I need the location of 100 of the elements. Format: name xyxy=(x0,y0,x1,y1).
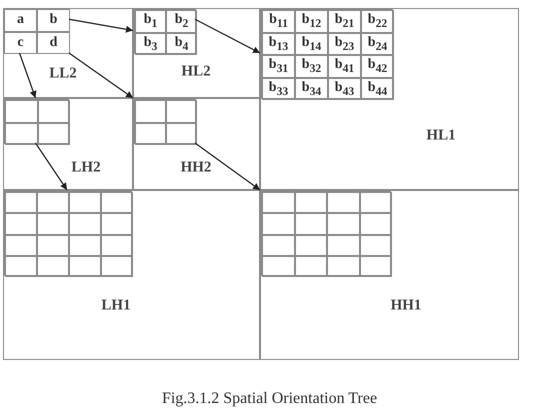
coefficient-cell xyxy=(38,100,70,122)
coefficient-cell xyxy=(262,213,294,234)
coefficient-cell xyxy=(294,213,327,234)
coefficient-cell xyxy=(69,234,101,256)
coefficient-block xyxy=(261,191,391,276)
coefficient-cell xyxy=(327,256,360,277)
coefficient-label: b$_{31}$ xyxy=(268,57,288,76)
coefficient-cell xyxy=(69,192,101,214)
coefficient-cell xyxy=(361,78,394,100)
subband-region xyxy=(3,98,133,190)
subband-label: HH1 xyxy=(390,298,422,314)
coefficient-label: b$_{2}$ xyxy=(174,12,188,30)
coefficient-cell xyxy=(101,192,133,214)
coefficient-cell xyxy=(166,100,197,122)
coefficient-label: a xyxy=(17,12,24,28)
coefficient-cell xyxy=(327,192,360,214)
coefficient-cell xyxy=(37,234,69,256)
coefficient-block xyxy=(4,99,69,144)
subband-label: LH2 xyxy=(71,160,101,176)
coefficient-block xyxy=(4,191,132,276)
coefficient-cell xyxy=(294,192,327,214)
coefficient-label: c xyxy=(17,34,24,51)
coefficient-cell xyxy=(5,192,37,214)
coefficient-cell xyxy=(295,10,328,32)
coefficient-cell xyxy=(166,122,197,145)
coefficient-cell xyxy=(166,32,197,55)
coefficient-cell xyxy=(37,9,70,32)
coefficient-label: b$_{24}$ xyxy=(368,34,388,53)
coefficient-cell xyxy=(135,10,166,32)
coefficient-block xyxy=(134,9,196,54)
arrow xyxy=(194,18,260,54)
coefficient-cell xyxy=(166,10,197,32)
coefficient-label: b$_{13}$ xyxy=(268,34,288,53)
coefficient-cell xyxy=(5,234,37,256)
coefficient-cell xyxy=(262,192,294,214)
coefficient-label: b$_{11}$ xyxy=(269,12,288,30)
coefficient-label: b$_{43}$ xyxy=(334,80,354,98)
subband-label: HL1 xyxy=(426,128,456,144)
coefficient-cell xyxy=(361,55,394,78)
coefficient-cell xyxy=(135,122,166,145)
subband-region xyxy=(3,8,133,98)
coefficient-cell xyxy=(327,213,360,234)
arrow xyxy=(68,18,134,33)
coefficient-cell xyxy=(262,256,294,277)
coefficient-label: b xyxy=(50,12,58,28)
coefficient-label: b$_{44}$ xyxy=(368,80,388,98)
coefficient-cell xyxy=(294,234,327,256)
coefficient-cell xyxy=(328,32,361,55)
coefficient-cell xyxy=(4,32,37,54)
coefficient-cell xyxy=(262,55,295,78)
coefficient-label: b$_{4}$ xyxy=(174,34,188,53)
subband-region xyxy=(260,190,519,360)
subband-region xyxy=(133,8,260,98)
arrow xyxy=(35,142,68,190)
coefficient-cell xyxy=(361,10,394,32)
coefficient-block xyxy=(261,9,393,99)
coefficient-label: d xyxy=(50,34,58,51)
coefficient-cell xyxy=(135,32,166,55)
arrow xyxy=(194,142,260,190)
coefficient-cell xyxy=(37,256,69,277)
coefficient-cell xyxy=(5,100,38,122)
coefficient-cell xyxy=(360,256,392,277)
coefficient-label: b$_{34}$ xyxy=(302,80,322,98)
coefficient-label: b$_{42}$ xyxy=(368,57,388,76)
coefficient-cell xyxy=(262,78,295,100)
subband-label: HL2 xyxy=(181,64,211,80)
subband-region xyxy=(260,8,519,190)
coefficient-label: b$_{32}$ xyxy=(302,57,322,76)
coefficient-cell xyxy=(262,32,295,55)
coefficient-cell xyxy=(37,192,69,214)
subband-label: HH2 xyxy=(180,160,212,176)
coefficient-cell xyxy=(69,213,101,234)
coefficient-cell xyxy=(294,256,327,277)
coefficient-cell xyxy=(38,122,70,145)
subband-region xyxy=(133,98,260,190)
coefficient-cell xyxy=(361,32,394,55)
coefficient-cell xyxy=(295,78,328,100)
coefficient-block xyxy=(134,99,196,144)
arrow xyxy=(68,52,134,98)
coefficient-cell xyxy=(360,234,392,256)
coefficient-label: b$_{41}$ xyxy=(334,57,354,76)
coefficient-cell xyxy=(360,213,392,234)
coefficient-cell xyxy=(328,78,361,100)
coefficient-cell xyxy=(295,32,328,55)
coefficient-cell xyxy=(360,192,392,214)
subband-region xyxy=(3,190,260,360)
coefficient-cell xyxy=(5,213,37,234)
coefficient-cell xyxy=(262,10,295,32)
coefficient-cell xyxy=(37,213,69,234)
coefficient-label: b$_{12}$ xyxy=(302,12,322,30)
coefficient-cell xyxy=(4,9,37,32)
coefficient-cell xyxy=(101,234,133,256)
arrow xyxy=(18,52,36,98)
coefficient-label: b$_{21}$ xyxy=(334,12,354,30)
subband-label: LH1 xyxy=(101,298,131,314)
coefficient-label: b$_{33}$ xyxy=(268,80,288,98)
subband-label: LL2 xyxy=(49,66,77,82)
coefficient-cell xyxy=(5,122,38,145)
coefficient-label: b$_{23}$ xyxy=(334,34,354,53)
coefficient-cell xyxy=(69,256,101,277)
